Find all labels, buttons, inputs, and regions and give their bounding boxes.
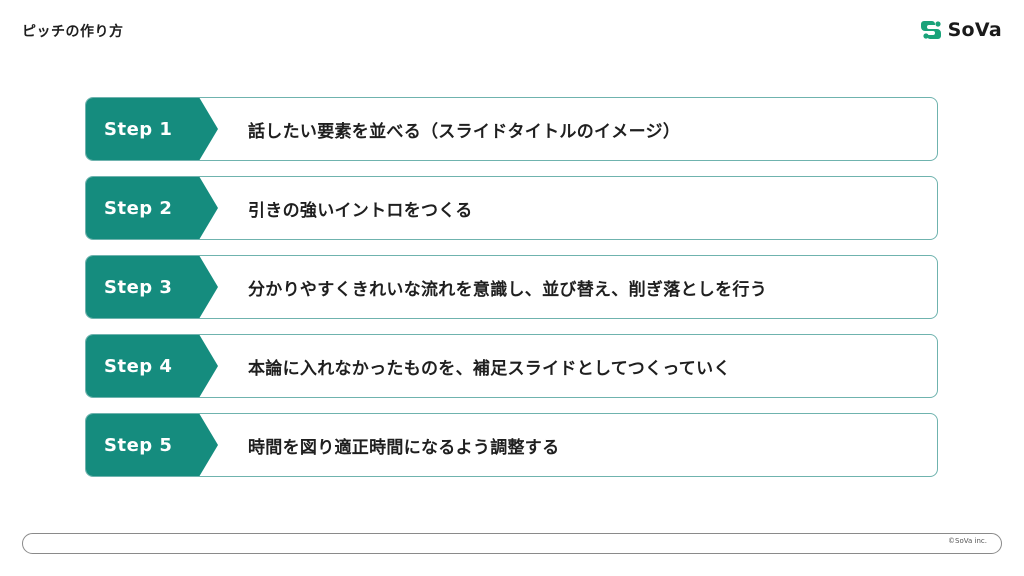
step-label: Step 4 <box>104 355 173 377</box>
step-label: Step 5 <box>104 434 173 456</box>
brand-logo: SoVa <box>920 19 1002 41</box>
step-label: Step 2 <box>104 197 173 219</box>
step-text: 話したい要素を並べる（スライドタイトルのイメージ） <box>248 121 681 142</box>
step-item: Step 1 話したい要素を並べる（スライドタイトルのイメージ） <box>85 97 938 161</box>
step-badge <box>86 177 218 239</box>
footer-bar: ©SoVa inc. <box>22 533 1002 554</box>
step-label: Step 1 <box>104 118 173 140</box>
sova-logo-icon <box>920 21 941 39</box>
step-item: Step 3 分かりやすくきれいな流れを意識し、並び替え、削ぎ落としを行う <box>85 255 938 319</box>
step-text: 分かりやすくきれいな流れを意識し、並び替え、削ぎ落としを行う <box>248 279 767 300</box>
step-badge <box>86 256 218 318</box>
copyright-text: ©SoVa inc. <box>948 537 987 545</box>
step-text: 引きの強いイントロをつくる <box>248 200 473 221</box>
page-title: ピッチの作り方 <box>22 24 124 40</box>
step-item: Step 5 時間を図り適正時間になるよう調整する <box>85 413 938 477</box>
step-text: 本論に入れなかったものを、補足スライドとしてつくっていく <box>248 358 731 379</box>
step-item: Step 4 本論に入れなかったものを、補足スライドとしてつくっていく <box>85 334 938 398</box>
step-label: Step 3 <box>104 276 173 298</box>
step-badge <box>86 414 218 476</box>
logo-wordmark: SoVa <box>947 19 1002 41</box>
step-badge <box>86 98 218 160</box>
step-badge <box>86 335 218 397</box>
step-text: 時間を図り適正時間になるよう調整する <box>248 437 560 458</box>
step-item: Step 2 引きの強いイントロをつくる <box>85 176 938 240</box>
step-list: Step 1 話したい要素を並べる（スライドタイトルのイメージ） Step 2 … <box>85 97 938 492</box>
